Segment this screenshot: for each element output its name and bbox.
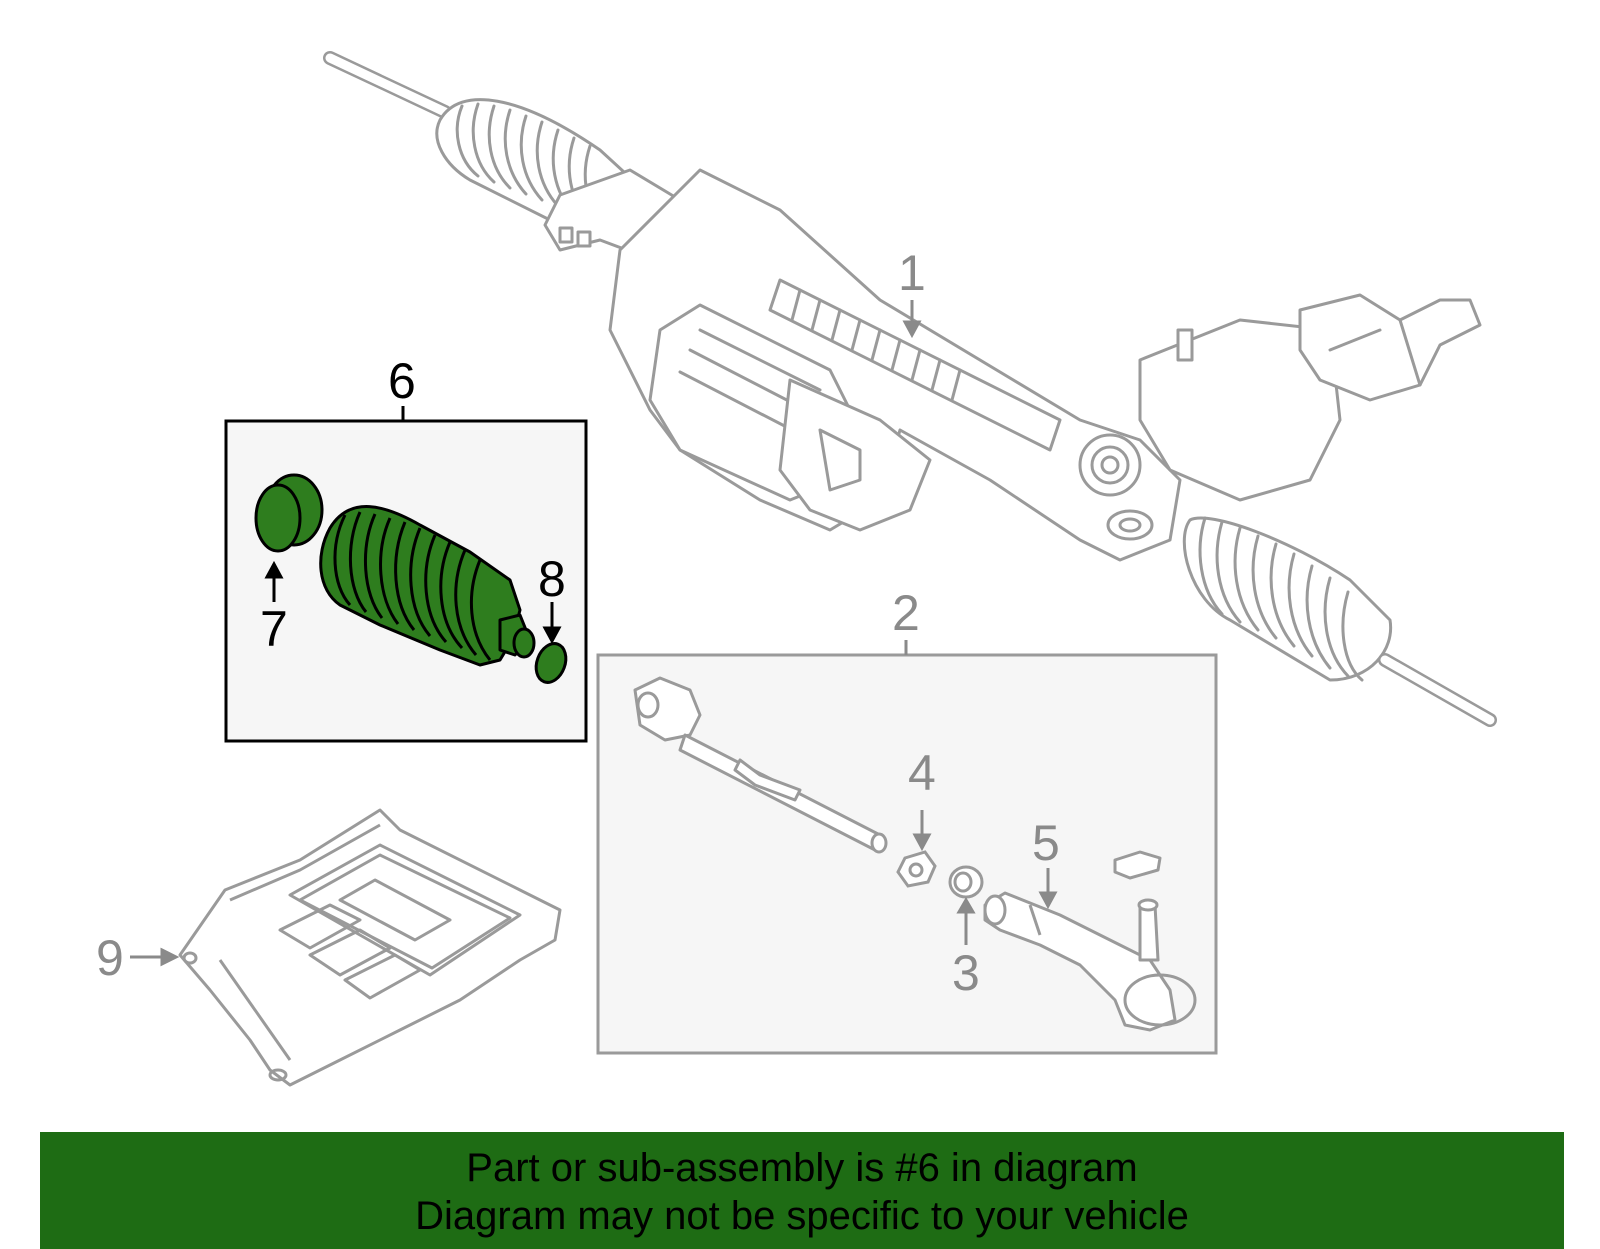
leader-1	[902, 300, 922, 339]
callout-9: 9	[96, 930, 124, 986]
callout-3: 3	[952, 945, 980, 1001]
washer	[948, 865, 984, 899]
callout-1: 1	[898, 245, 926, 301]
leader-9	[130, 947, 180, 967]
callout-6: 6	[388, 353, 416, 409]
callout-4: 4	[908, 745, 936, 801]
banner-line-2: Diagram may not be specific to your vehi…	[415, 1194, 1189, 1238]
steering-rack-assembly	[323, 51, 1497, 727]
steering-boot	[319, 505, 536, 667]
leader-5	[1038, 868, 1058, 910]
leader-8	[542, 602, 562, 645]
callout-2: 2	[892, 585, 920, 641]
info-banner: Part or sub-assembly is #6 in diagram Di…	[40, 1132, 1564, 1249]
callout-8: 8	[538, 551, 566, 607]
callout-7: 7	[260, 601, 288, 657]
skid-plate	[178, 808, 562, 1087]
small-boot-clamp	[534, 642, 568, 684]
callout-5: 5	[1032, 815, 1060, 871]
boot-clamp	[254, 473, 324, 553]
leader-3	[956, 897, 976, 945]
leader-7	[264, 560, 284, 602]
inner-tie-rod	[633, 676, 888, 854]
outer-tie-rod-end	[983, 850, 1197, 1032]
leader-4	[912, 810, 932, 852]
banner-line-1: Part or sub-assembly is #6 in diagram	[466, 1146, 1138, 1190]
jam-nut	[896, 850, 937, 888]
